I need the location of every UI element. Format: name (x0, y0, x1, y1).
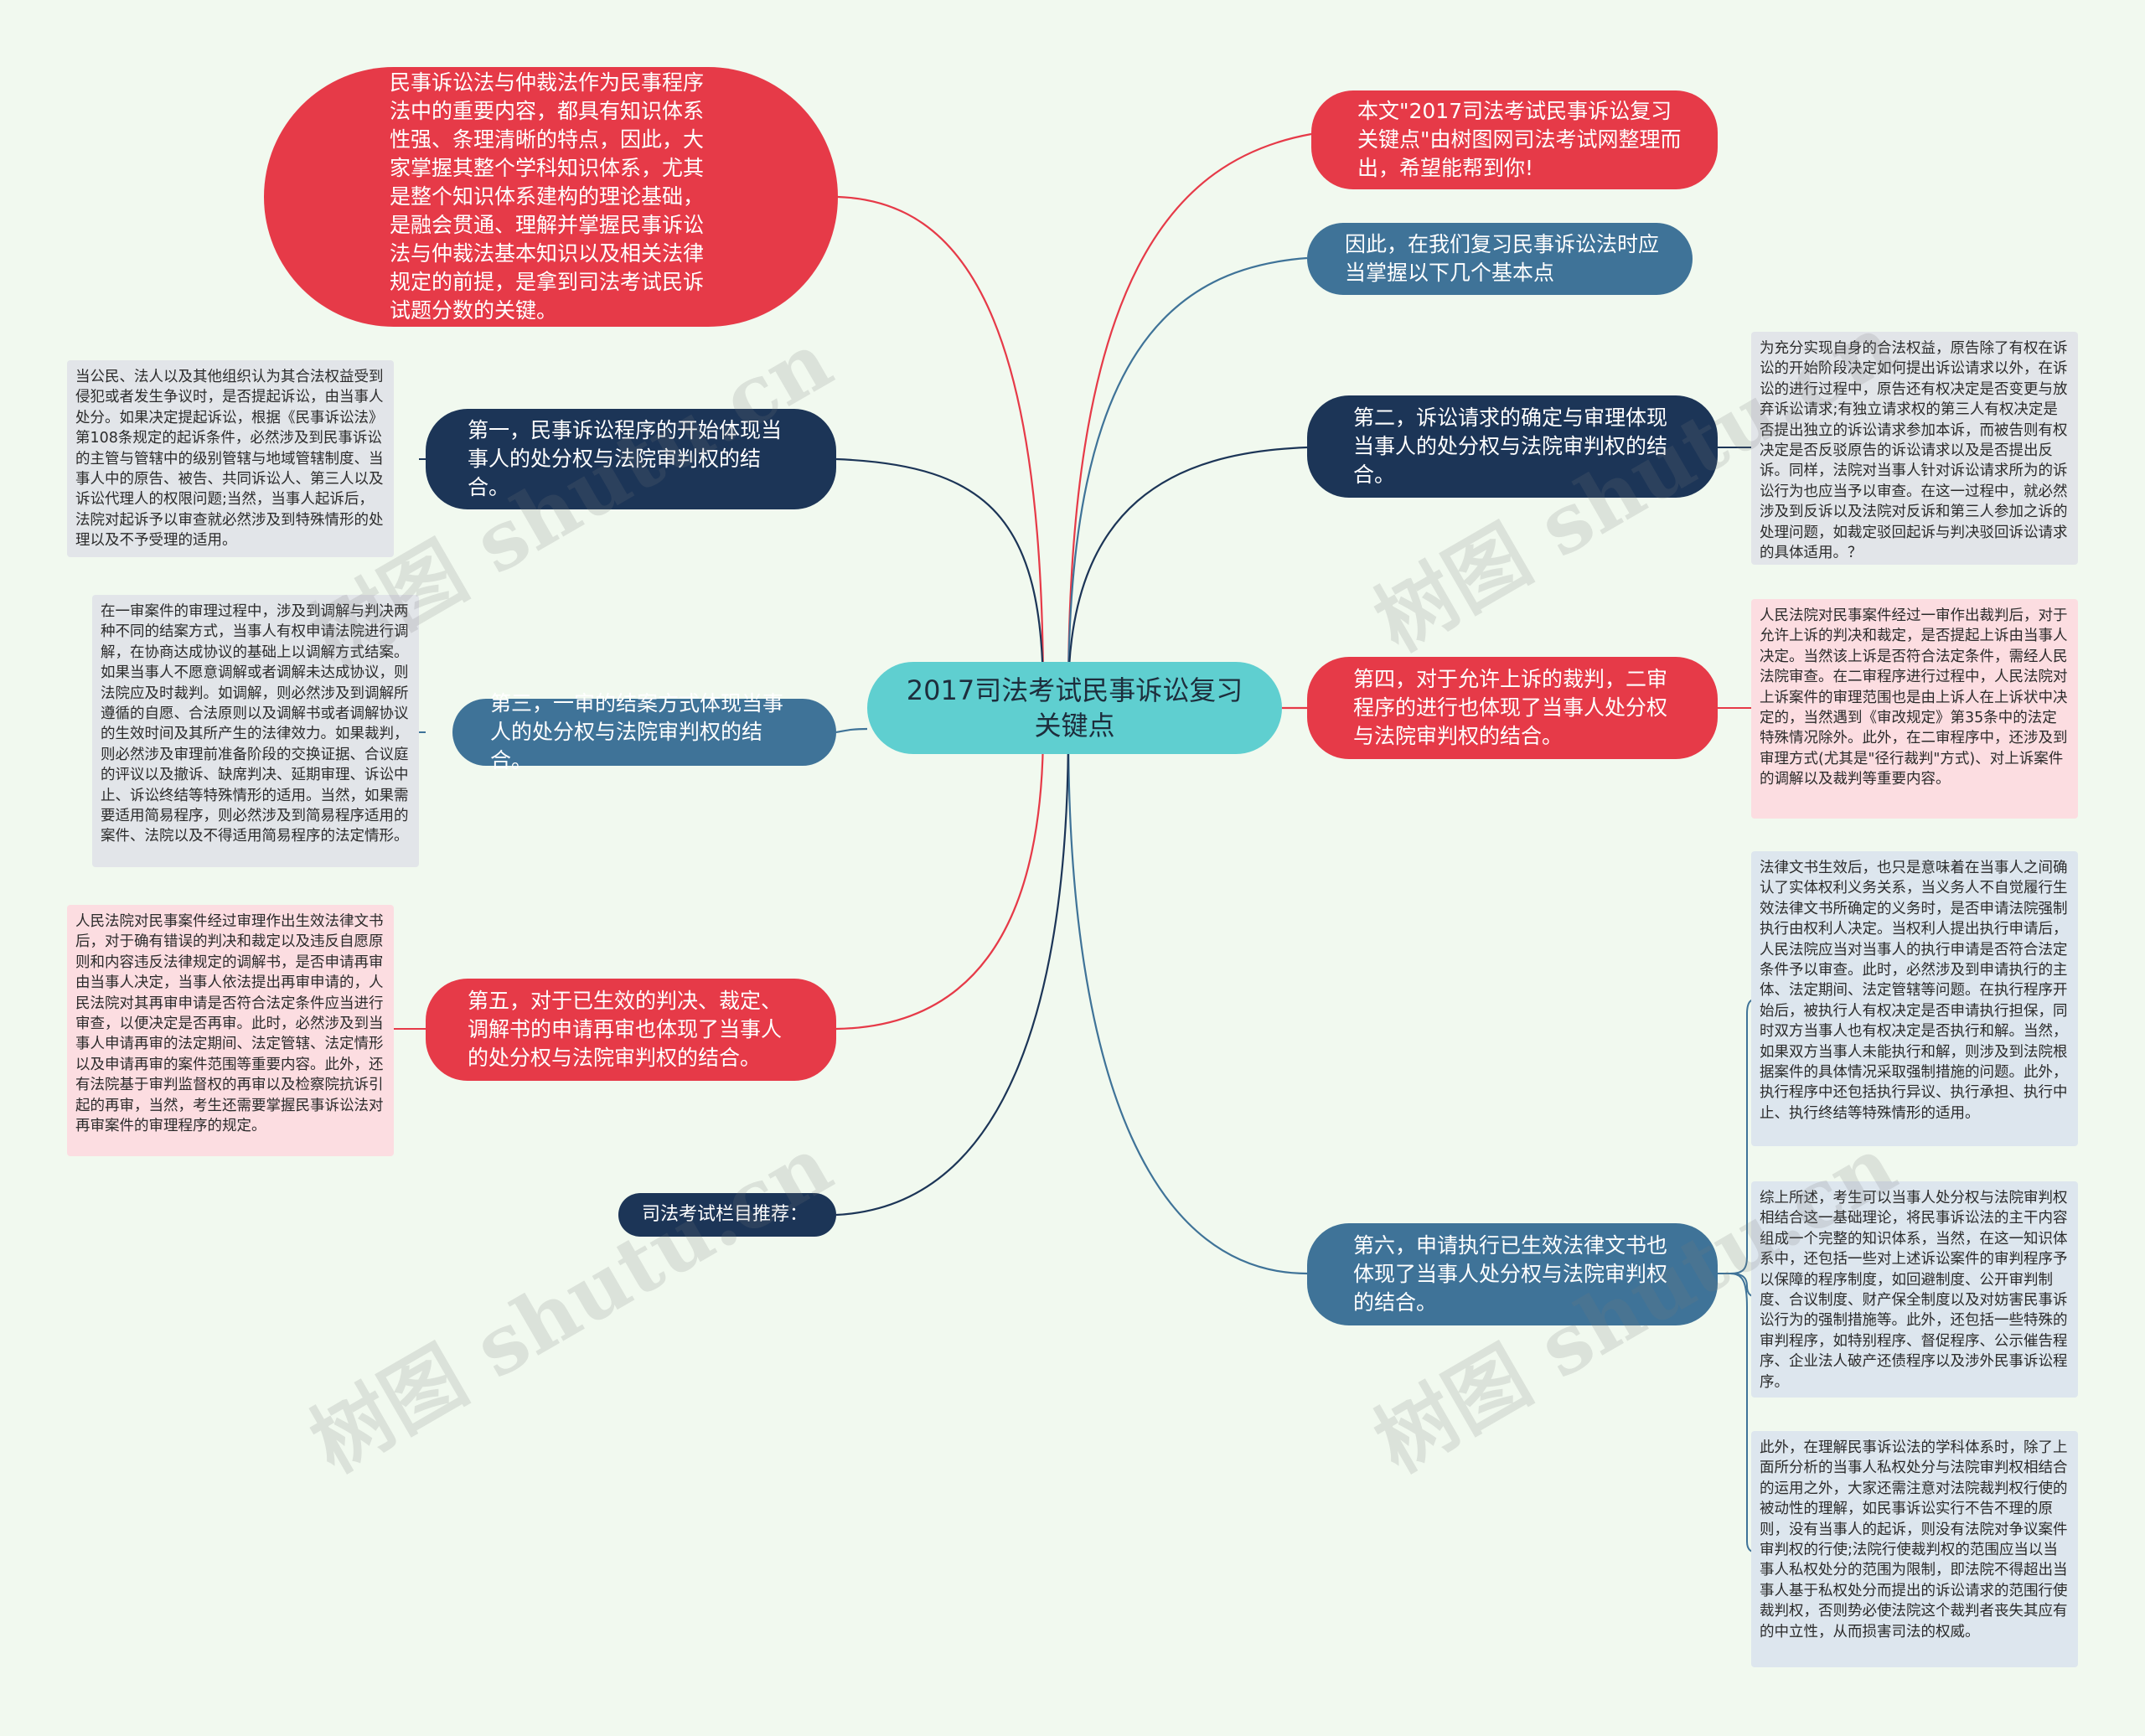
intro-text: 民事诉讼法与仲裁法作为民事程序法中的重要内容，都具有知识体系性强、条理清晰的特点… (390, 70, 705, 323)
branch-1-note: 当公民、法人以及其他组织认为其合法权益受到侵犯或者发生争议时，是否提起诉讼，由当… (67, 360, 394, 557)
branch-1-label: 第一，民事诉讼程序的开始体现当事人的处分权与法院审判权的结合。 (468, 418, 783, 499)
branch-5-note-text: 人民法院对民事案件经过审理作出生效法律文书后，对于确有错误的判决和裁定以及违反自… (75, 913, 384, 1135)
recommend-label: 司法考试栏目推荐： (642, 1204, 809, 1225)
branch-1-note-text: 当公民、法人以及其他组织认为其合法权益受到侵犯或者发生争议时，是否提起诉讼，由当… (75, 369, 384, 550)
branch-6-note-1-text: 法律文书生效后，也只是意味着在当事人之间确认了实体权利义务关系，当义务人不自觉履… (1760, 860, 2068, 1122)
lead-node[interactable]: 因此，在我们复习民事诉讼法时应当掌握以下几个基本点 (1307, 223, 1693, 295)
branch-2-note-text: 为充分实现自身的合法权益，原告除了有权在诉讼的开始阶段决定如何提出诉讼请求以外，… (1760, 340, 2068, 562)
branch-4-node[interactable]: 第四，对于允许上诉的裁判，二审程序的进行也体现了当事人处分权与法院审判权的结合。 (1307, 657, 1718, 759)
intro-node[interactable]: 民事诉讼法与仲裁法作为民事程序法中的重要内容，都具有知识体系性强、条理清晰的特点… (264, 67, 838, 327)
branch-2-node[interactable]: 第二，诉讼请求的确定与审理体现当事人的处分权与法院审判权的结合。 (1307, 395, 1718, 498)
recommend-node[interactable]: 司法考试栏目推荐： (618, 1193, 836, 1237)
central-topic[interactable]: 2017司法考试民事诉讼复习关键点 (867, 662, 1282, 754)
branch-5-note: 人民法院对民事案件经过审理作出生效法律文书后，对于确有错误的判决和裁定以及违反自… (67, 905, 394, 1156)
branch-6-node[interactable]: 第六，申请执行已生效法律文书也体现了当事人处分权与法院审判权的结合。 (1307, 1223, 1718, 1325)
branch-3-note: 在一审案件的审理过程中，涉及到调解与判决两种不同的结案方式，当事人有权申请法院进… (92, 595, 419, 867)
branch-3-label: 第三，一审的结案方式体现当事人的处分权与法院审判权的结合。 (490, 691, 784, 772)
branch-2-note: 为充分实现自身的合法权益，原告除了有权在诉讼的开始阶段决定如何提出诉讼请求以外，… (1751, 332, 2078, 565)
branch-1-node[interactable]: 第一，民事诉讼程序的开始体现当事人的处分权与法院审判权的结合。 (426, 409, 836, 509)
branch-6-note-1: 法律文书生效后，也只是意味着在当事人之间确认了实体权利义务关系，当义务人不自觉履… (1751, 851, 2078, 1146)
lead-text: 因此，在我们复习民事诉讼法时应当掌握以下几个基本点 (1345, 232, 1660, 285)
branch-6-note-2-text: 综上所述，考生可以当事人处分权与法院审判权相结合这一基础理论，将民事诉讼法的主干… (1760, 1190, 2068, 1391)
branch-3-note-text: 在一审案件的审理过程中，涉及到调解与判决两种不同的结案方式，当事人有权申请法院进… (101, 603, 409, 845)
branch-4-note: 人民法院对民事案件经过一审作出裁判后，对于允许上诉的判决和裁定，是否提起上诉由当… (1751, 599, 2078, 819)
branch-6-note-3: 此外，在理解民事诉讼法的学科体系时，除了上面所分析的当事人私权处分与法院审判权相… (1751, 1431, 2078, 1667)
branch-4-label: 第四，对于允许上诉的裁判，二审程序的进行也体现了当事人处分权与法院审判权的结合。 (1353, 667, 1668, 748)
source-note-text: 本文"2017司法考试民事诉讼复习关键点"由树图网司法考试网整理而出，希望能帮到… (1357, 99, 1682, 180)
branch-4-note-text: 人民法院对民事案件经过一审作出裁判后，对于允许上诉的判决和裁定，是否提起上诉由当… (1760, 607, 2068, 788)
central-topic-label: 2017司法考试民事诉讼复习关键点 (906, 674, 1243, 741)
branch-2-label: 第二，诉讼请求的确定与审理体现当事人的处分权与法院审判权的结合。 (1353, 406, 1668, 487)
branch-5-label: 第五，对于已生效的判决、裁定、调解书的申请再审也体现了当事人的处分权与法院审判权… (468, 989, 783, 1070)
branch-6-note-3-text: 此外，在理解民事诉讼法的学科体系时，除了上面所分析的当事人私权处分与法院审判权相… (1760, 1439, 2068, 1640)
source-note-node[interactable]: 本文"2017司法考试民事诉讼复习关键点"由树图网司法考试网整理而出，希望能帮到… (1311, 90, 1718, 189)
branch-6-note-2: 综上所述，考生可以当事人处分权与法院审判权相结合这一基础理论，将民事诉讼法的主干… (1751, 1181, 2078, 1398)
branch-3-node[interactable]: 第三，一审的结案方式体现当事人的处分权与法院审判权的结合。 (452, 691, 836, 772)
branch-5-node[interactable]: 第五，对于已生效的判决、裁定、调解书的申请再审也体现了当事人的处分权与法院审判权… (426, 979, 836, 1081)
branch-6-label: 第六，申请执行已生效法律文书也体现了当事人处分权与法院审判权的结合。 (1353, 1233, 1668, 1315)
